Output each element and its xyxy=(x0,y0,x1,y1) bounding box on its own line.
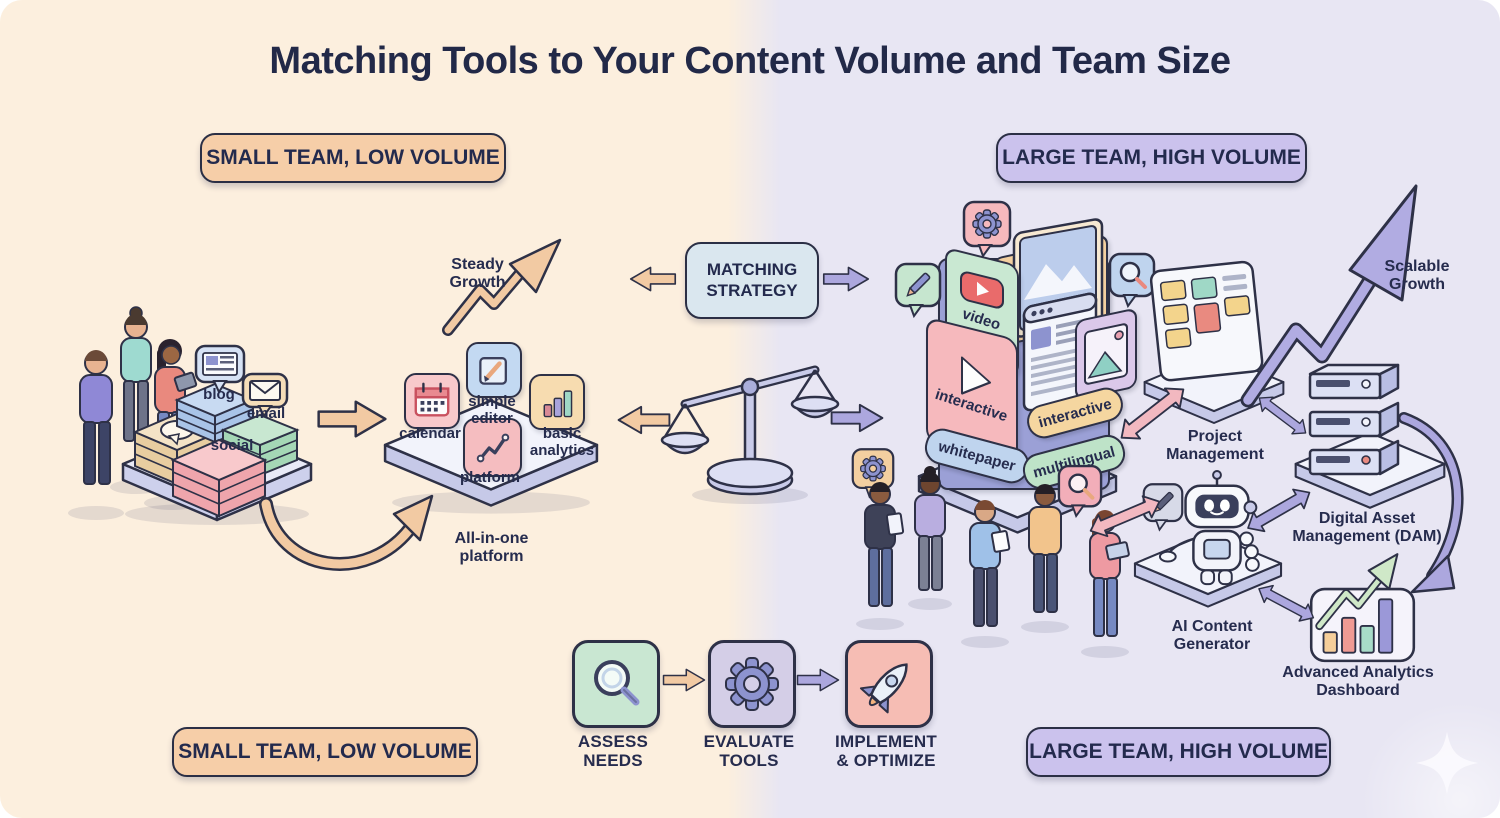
matching-strategy-box: MATCHING STRATEGY xyxy=(685,242,819,319)
magnifier-icon xyxy=(594,660,640,706)
stack-label-social: social xyxy=(210,437,254,454)
node-label-dam: Digital Asset Management (DAM) xyxy=(1292,510,1442,546)
steady-growth-arrow-icon xyxy=(440,238,570,343)
robot-icon xyxy=(1158,468,1276,601)
pen-bubble-icon xyxy=(894,262,942,323)
email-envelope-icon xyxy=(241,372,289,423)
badge-bottom-left: SMALL TEAM, LOW VOLUME xyxy=(172,727,478,777)
arrow-right-icon xyxy=(828,402,886,439)
balance-scale-icon xyxy=(655,342,845,512)
node-label-ai-content-generator: AI Content Generator xyxy=(1171,618,1253,654)
analytics-dashboard-icon xyxy=(1302,548,1422,671)
scalable-growth-label: Scalable Growth xyxy=(1384,258,1450,294)
badge-top-right: LARGE TEAM, HIGH VOLUME xyxy=(996,133,1307,183)
magnifier-bubble-icon xyxy=(1057,464,1103,523)
gear-bubble-icon xyxy=(851,447,895,504)
arrow-right-icon xyxy=(796,666,840,699)
all-in-one-caption: All-in-one platform xyxy=(454,530,529,566)
editor-pencil-icon xyxy=(466,342,522,398)
connector-arrow xyxy=(1109,374,1199,456)
gear-icon xyxy=(725,657,779,711)
stack-label-email: email xyxy=(246,405,286,422)
calendar-icon xyxy=(404,373,460,429)
process-label-assess: ASSESS NEEDS xyxy=(577,732,649,771)
process-label-evaluate: EVALUATE TOOLS xyxy=(703,732,795,771)
assess-needs-box xyxy=(572,640,660,728)
curved-arrow-icon xyxy=(248,492,438,605)
evaluate-tools-box xyxy=(708,640,796,728)
content-stack-illustration xyxy=(115,322,320,532)
arrow-right-icon xyxy=(316,398,388,445)
implement-optimize-box xyxy=(845,640,933,728)
arrow-left-icon xyxy=(615,404,673,441)
connector-arrow xyxy=(1246,385,1317,450)
process-label-implement: IMPLEMENT & OPTIMIZE xyxy=(835,732,937,771)
bar-chart-icon xyxy=(529,374,585,430)
steady-growth-label: Steady Growth xyxy=(449,256,506,292)
connector-arrow xyxy=(1248,575,1323,637)
server-stack-icon xyxy=(1300,360,1410,493)
platform-label-basic-analytics: basic analytics xyxy=(529,425,595,459)
platform-label-calendar: calendar xyxy=(399,425,461,442)
rocket-icon xyxy=(859,663,908,714)
sparkle-icon xyxy=(1408,724,1486,807)
connector-arrow xyxy=(1238,477,1322,547)
page-title: Matching Tools to Your Content Volume an… xyxy=(269,40,1231,82)
arrow-right-icon xyxy=(822,265,870,298)
platform-label-platform: platform xyxy=(460,469,520,486)
node-label-project-management: Project Management xyxy=(1166,428,1264,464)
badge-top-left: SMALL TEAM, LOW VOLUME xyxy=(200,133,506,183)
platform-label-simple-editor: simple editor xyxy=(468,393,516,427)
scalable-growth-arrow-icon xyxy=(1238,178,1433,413)
node-label-advanced-analytics: Advanced Analytics Dashboard xyxy=(1282,664,1434,700)
interactive-card xyxy=(926,316,1018,466)
arrow-right-icon xyxy=(662,666,706,699)
arrow-left-icon xyxy=(629,265,677,298)
magnifier-bubble-icon xyxy=(1108,252,1156,313)
kanban-board-icon xyxy=(1146,256,1270,392)
badge-bottom-right: LARGE TEAM, HIGH VOLUME xyxy=(1026,727,1331,777)
connector-arrow xyxy=(1082,486,1170,551)
gear-bubble-icon xyxy=(962,200,1012,263)
image-card xyxy=(1075,307,1137,401)
trend-line-icon xyxy=(463,418,522,477)
video-card xyxy=(945,246,1019,378)
curved-arrow-icon xyxy=(1396,408,1484,603)
blog-article-icon xyxy=(194,344,246,399)
stack-label-blog: blog xyxy=(203,386,235,403)
